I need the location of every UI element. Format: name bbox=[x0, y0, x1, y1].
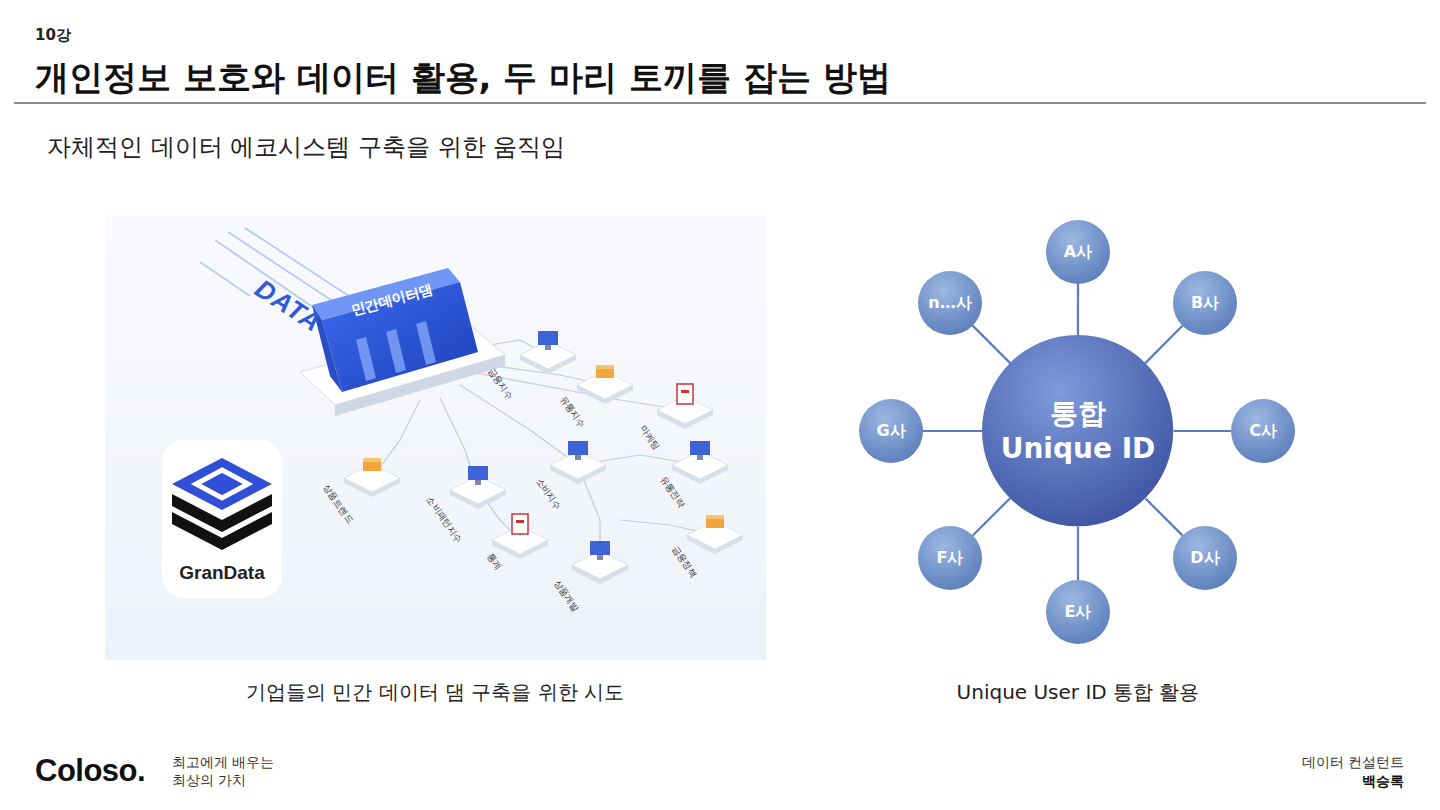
circle-shape bbox=[1173, 271, 1237, 335]
author-role: 데이터 컨설턴트 bbox=[1302, 754, 1404, 771]
spoke-line bbox=[1145, 326, 1182, 363]
wallet-icon bbox=[568, 441, 588, 460]
company-label: G사 bbox=[876, 421, 905, 441]
spoke-line bbox=[1077, 284, 1079, 335]
spoke-line bbox=[973, 326, 1011, 364]
spoke-line bbox=[923, 430, 982, 432]
company-label: n…사 bbox=[928, 293, 971, 313]
spoke-line bbox=[973, 498, 1010, 535]
circle-shape bbox=[1173, 526, 1237, 590]
circle-outline bbox=[982, 335, 1173, 526]
company-circle: E사 bbox=[1046, 580, 1110, 644]
hub-label: 통합 Unique ID bbox=[995, 396, 1160, 466]
spillways bbox=[356, 321, 436, 381]
circle-shape bbox=[1231, 399, 1295, 463]
spoke-line bbox=[1146, 499, 1183, 536]
circle-shape bbox=[859, 399, 923, 463]
spoke-line bbox=[1077, 527, 1079, 580]
monitor-icon bbox=[538, 331, 558, 350]
circle-shape bbox=[918, 526, 982, 590]
circle-shape bbox=[982, 335, 1173, 526]
index-label: 상품트렌드 bbox=[321, 482, 356, 525]
index-label: 소비지수 bbox=[533, 476, 562, 512]
truck-icon bbox=[596, 365, 614, 378]
image-caption: 기업들의 민간 데이터 댐 구축을 위한 시도 bbox=[246, 680, 624, 704]
chart-icon bbox=[512, 514, 528, 534]
company-label: C사 bbox=[1249, 421, 1277, 441]
dam-label: 민간데이터댐 bbox=[349, 281, 434, 319]
company-circle: C사 bbox=[1231, 399, 1295, 463]
index-label: 유통전략 bbox=[657, 474, 686, 510]
dam-illustration bbox=[105, 215, 766, 660]
logo-mark bbox=[196, 470, 248, 498]
company-circle: F사 bbox=[918, 526, 982, 590]
lecture-number: 10강 bbox=[35, 26, 71, 44]
company-circle: B사 bbox=[1173, 271, 1237, 335]
illustration-ground bbox=[105, 215, 766, 660]
index-label: 통계 bbox=[484, 552, 503, 573]
brand-name: GranData bbox=[179, 562, 265, 585]
tagline: 최고에게 배우는 최상의 가치 bbox=[172, 753, 290, 789]
index-label: 금융정책 bbox=[669, 544, 698, 580]
company-circle: D사 bbox=[1173, 526, 1237, 590]
subtitle: 자체적인 데이터 에코시스템 구축을 위한 움직임 bbox=[47, 133, 565, 162]
company-label: A사 bbox=[1064, 242, 1092, 262]
diagram-caption: Unique User ID 통합 활용 bbox=[957, 680, 1200, 704]
index-label: 유통지수 bbox=[557, 394, 586, 430]
index-label: 금융지수 bbox=[485, 366, 514, 402]
author-name: 백승록 bbox=[1362, 773, 1404, 790]
company-label: F사 bbox=[937, 548, 964, 568]
bulb-icon bbox=[590, 541, 610, 560]
board-icon bbox=[677, 384, 693, 404]
logo-layer bbox=[172, 512, 272, 550]
hub-circle: 통합 Unique ID bbox=[982, 335, 1173, 526]
logo-text: Coloso. bbox=[35, 752, 145, 789]
circle-shape bbox=[1046, 220, 1110, 284]
company-label: E사 bbox=[1065, 602, 1092, 622]
spillway bbox=[386, 329, 406, 373]
company-circle: G사 bbox=[859, 399, 923, 463]
spillway bbox=[356, 337, 376, 381]
circle-shape bbox=[918, 271, 982, 335]
index-label: 상품개발 bbox=[551, 578, 580, 614]
spoke-line bbox=[1174, 430, 1231, 432]
slide-title: 개인정보 보호와 데이터 활용, 두 마리 토끼를 잡는 방법 bbox=[35, 55, 891, 101]
goods-icon bbox=[363, 458, 381, 471]
logo-ground bbox=[162, 440, 282, 598]
screen-icon bbox=[468, 466, 488, 485]
globe-icon bbox=[690, 441, 710, 460]
data-stream-label: DATA bbox=[249, 273, 327, 339]
title-rule bbox=[14, 102, 1426, 104]
company-circle: n…사 bbox=[918, 271, 982, 335]
dam-front bbox=[322, 282, 478, 392]
people-icon bbox=[706, 515, 724, 528]
company-label: B사 bbox=[1191, 293, 1219, 313]
index-label: 소비패턴지수 bbox=[424, 495, 464, 545]
circle-shape bbox=[1046, 580, 1110, 644]
company-label: D사 bbox=[1190, 548, 1219, 568]
spillway bbox=[416, 321, 436, 365]
index-label: 마케팅 bbox=[638, 424, 662, 452]
company-circle: A사 bbox=[1046, 220, 1110, 284]
streak bbox=[200, 262, 250, 296]
